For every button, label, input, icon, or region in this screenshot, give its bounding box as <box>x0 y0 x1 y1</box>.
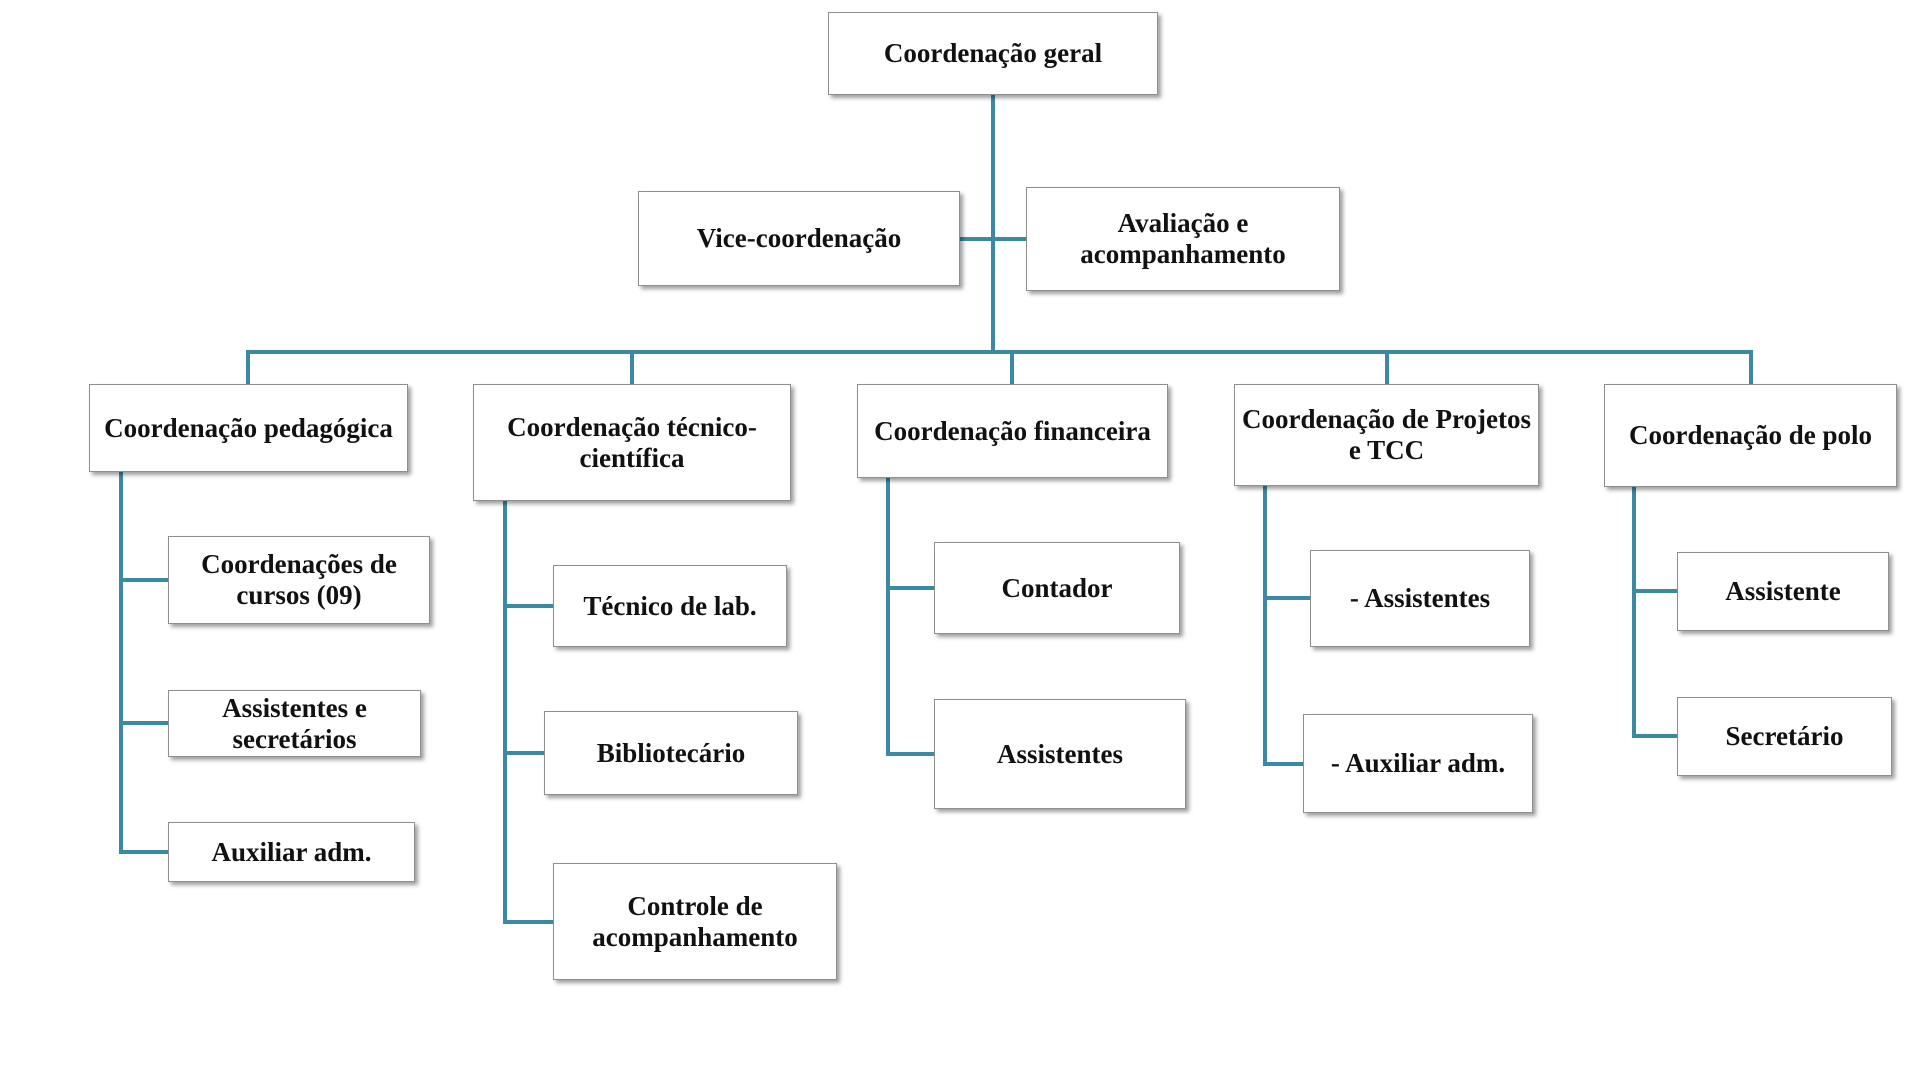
node-polo-secretario: Secretário <box>1677 697 1892 776</box>
node-vice-coordenacao: Vice-coordenação <box>638 191 960 286</box>
node-label: Coordenação de Projetos e TCC <box>1242 404 1531 465</box>
node-coordenacao-financeira: Coordenação financeira <box>857 384 1168 478</box>
node-label: Coordenações de cursos (09) <box>201 549 397 610</box>
node-coordenacao-pedagogica: Coordenação pedagógica <box>89 384 408 472</box>
node-label: Técnico de lab. <box>583 590 757 621</box>
node-label: Avaliação e acompanhamento <box>1080 208 1286 269</box>
node-bibliotecario: Bibliotecário <box>544 711 798 795</box>
node-label: Secretário <box>1725 721 1844 751</box>
node-proj-assistentes: - Assistentes <box>1310 550 1530 647</box>
node-contador: Contador <box>934 542 1180 634</box>
node-label: Auxiliar adm. <box>211 836 372 867</box>
node-fin-assistentes: Assistentes <box>934 699 1186 809</box>
node-label: Assistente <box>1725 576 1841 606</box>
node-coordenacao-geral: Coordenação geral <box>828 12 1158 95</box>
node-tecnico-de-lab: Técnico de lab. <box>553 565 787 647</box>
node-avaliacao-acompanhamento: Avaliação e acompanhamento <box>1026 187 1340 291</box>
node-polo-assistente: Assistente <box>1677 552 1889 631</box>
node-label: Coordenação de polo <box>1629 420 1872 450</box>
node-label: - Assistentes <box>1349 583 1491 613</box>
node-label: Bibliotecário <box>596 737 746 768</box>
node-label: Vice-coordenação <box>696 223 902 253</box>
node-label: Coordenação geral <box>883 38 1103 68</box>
node-label: Coordenação financeira <box>874 415 1151 446</box>
node-label: Contador <box>1001 572 1113 603</box>
node-label: Assistentes <box>997 738 1123 769</box>
node-coordenacao-polo: Coordenação de polo <box>1604 384 1897 487</box>
node-assistentes-e-secretarios: Assistentes e secretários <box>168 690 421 757</box>
node-label: - Auxiliar adm. <box>1330 748 1506 778</box>
node-coordenacao-projetos-tcc: Coordenação de Projetos e TCC <box>1234 384 1539 486</box>
node-label: Coordenação técnico-científica <box>507 411 757 473</box>
node-coordenacao-tecnico-cientifica: Coordenação técnico-científica <box>473 384 791 501</box>
node-label: Controle de acompanhamento <box>592 890 798 952</box>
node-proj-auxiliar-adm: - Auxiliar adm. <box>1303 714 1533 813</box>
node-coordenacoes-de-cursos: Coordenações de cursos (09) <box>168 536 430 624</box>
node-label: Assistentes e secretários <box>222 692 367 754</box>
node-controle-de-acompanhamento: Controle de acompanhamento <box>553 863 837 980</box>
node-ped-auxiliar-adm: Auxiliar adm. <box>168 822 415 882</box>
node-label: Coordenação pedagógica <box>104 412 393 443</box>
